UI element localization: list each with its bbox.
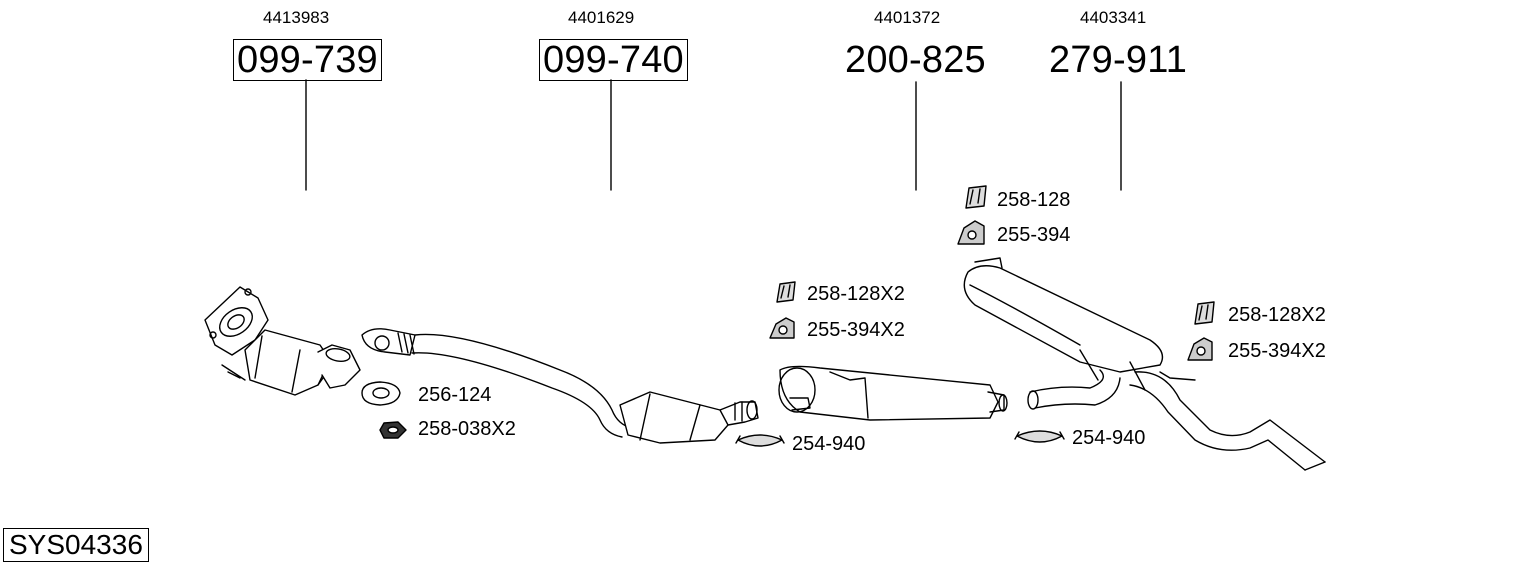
oe-number: 4413983 <box>263 8 330 27</box>
rear-silencer <box>963 257 1326 471</box>
accessory-label: 258-038X2 <box>418 418 516 440</box>
oe-number: 4401629 <box>568 8 635 27</box>
catalytic-converter-front <box>204 286 361 396</box>
mounting-bracket-icon <box>957 220 985 245</box>
part-number-label: 200-825 <box>845 39 986 81</box>
accessory-label: 258-128X2 <box>1228 304 1326 326</box>
accessory-label: 254-940 <box>792 433 866 455</box>
rubber-hanger-icon <box>965 185 987 209</box>
accessory-label: 255-394X2 <box>1228 340 1326 362</box>
part-number-label: 279-911 <box>1049 39 1188 81</box>
system-code-label: SYS04336 <box>3 528 149 562</box>
accessory-label: 258-128X2 <box>807 283 905 305</box>
rubber-hanger-icon <box>776 281 796 303</box>
part-number-label: 099-740 <box>539 39 688 81</box>
rubber-hanger-icon <box>1194 301 1215 325</box>
flange-gasket-icon <box>361 381 401 406</box>
accessory-label: 255-394 <box>997 224 1071 246</box>
accessory-label: 256-124 <box>418 384 492 406</box>
clamp-icon <box>735 434 785 447</box>
part-number-label: 099-739 <box>233 39 382 81</box>
accessory-label: 255-394X2 <box>807 319 905 341</box>
catalytic-converter-middle-pipe <box>361 328 759 444</box>
center-silencer <box>778 365 1008 421</box>
clamp-icon <box>1014 430 1065 443</box>
oe-number: 4401372 <box>874 8 941 27</box>
oe-number: 4403341 <box>1080 8 1147 27</box>
mounting-bracket-icon <box>1187 337 1213 361</box>
nut-icon <box>379 421 407 439</box>
accessory-label: 258-128 <box>997 189 1071 211</box>
accessory-label: 254-940 <box>1072 427 1146 449</box>
mounting-bracket-icon <box>769 317 795 339</box>
